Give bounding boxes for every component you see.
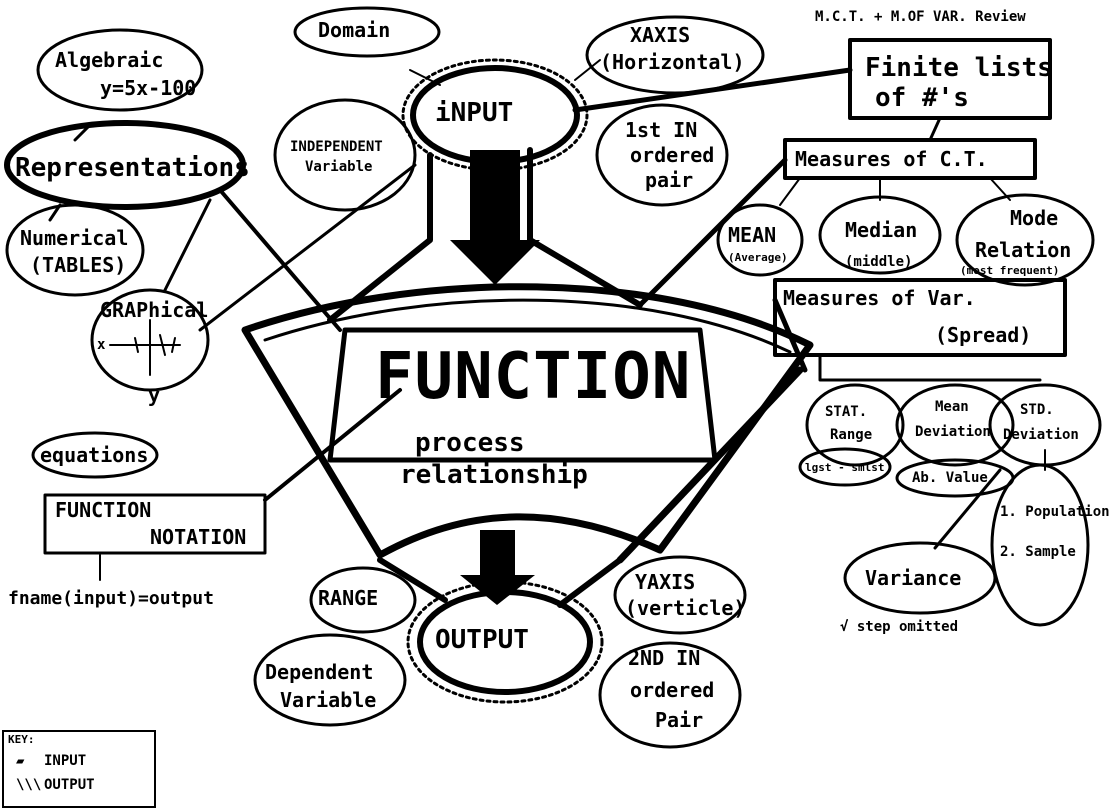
review-label: M.C.T. + M.OF VAR. Review (815, 9, 1026, 25)
median-note: (middle) (845, 254, 913, 270)
finite-lists-1: Finite lists (865, 53, 1053, 83)
equations-label: equations (40, 443, 149, 467)
dependent-variable: Variable (280, 688, 377, 712)
dependent-label: Dependent (265, 660, 374, 684)
function-process: process (415, 428, 525, 458)
y-axis-note: (verticle) (625, 596, 746, 620)
numerical-tables: (TABLES) (30, 253, 127, 277)
second-ordered-pair-2: ordered (630, 678, 715, 702)
x-axis-note: (Horizontal) (600, 50, 745, 74)
first-ordered-pair-2: ordered (630, 143, 715, 167)
key-output-glyph: \\\ (16, 777, 42, 793)
concept-map-lines (4, 6, 1102, 749)
x-axis-label: XAXIS (630, 23, 691, 47)
std-deviation-2: Deviation (1003, 427, 1079, 443)
input-node (410, 65, 580, 165)
abs-value: Ab. Value (912, 470, 988, 486)
function-title: FUNCTION (375, 340, 692, 414)
std-deviation-1: STD. (1020, 402, 1054, 418)
input-label: iNPUT (435, 98, 514, 128)
sample-label: 2. Sample (1000, 544, 1076, 560)
key-title: KEY: (8, 733, 35, 746)
key-input-glyph: ▰ (16, 753, 25, 769)
independent-label: INDEPENDENT (290, 139, 383, 155)
range-label: RANGE (318, 586, 379, 610)
key-legend: KEY: ▰ INPUT \\\ OUTPUT (2, 730, 156, 808)
concept-map: iNPUT Domain XAXIS (Horizontal) INDEPEND… (2, 6, 1110, 808)
range-note: lgst - smlst (805, 461, 885, 474)
representations-node (4, 120, 246, 210)
variance-label: Variance (865, 566, 962, 590)
function-notation-1: FUNCTION (55, 498, 152, 522)
relation-label: Relation (975, 238, 1072, 262)
key-output-entry: OUTPUT (44, 777, 95, 793)
independent-variable: Variable (305, 159, 373, 175)
output-label: OUTPUT (435, 625, 529, 655)
mode-label: Mode (1010, 206, 1059, 230)
first-ordered-pair-1: 1st IN (625, 118, 698, 142)
second-ordered-pair-1: 2ND IN (628, 646, 701, 670)
first-ordered-pair-3: pair (645, 168, 694, 192)
key-input-entry: INPUT (44, 753, 87, 769)
mean-deviation-2: Deviation (915, 424, 991, 440)
stat-range-1: STAT. (825, 404, 868, 420)
stat-range-2: Range (830, 427, 873, 443)
mean-deviation-1: Mean (935, 399, 969, 415)
measures-var-spread: (Spread) (935, 323, 1032, 347)
graph-x: x (97, 337, 106, 353)
median-label: Median (845, 218, 918, 242)
finite-lists-2: of #'s (875, 83, 969, 113)
numerical-label: Numerical (20, 226, 129, 250)
algebraic-label: Algebraic (55, 48, 164, 72)
function-relationship: relationship (400, 460, 588, 490)
y-axis-label: YAXIS (635, 570, 696, 594)
function-frame (241, 283, 814, 559)
variance-note: √ step omitted (840, 619, 959, 635)
measures-ct: Measures of C.T. (795, 147, 988, 171)
representations-label: Representations (15, 153, 250, 183)
mean-note: (Average) (728, 251, 788, 264)
graph-y: y (148, 383, 161, 407)
algebraic-equation: y=5x-100 (100, 76, 197, 100)
mean-label: MEAN (728, 223, 777, 247)
function-notation-formula: fname(input)=output (8, 588, 214, 609)
domain-label: Domain (318, 18, 391, 42)
measures-var: Measures of Var. (783, 286, 976, 310)
function-notation-2: NOTATION (150, 525, 247, 549)
second-ordered-pair-3: Pair (655, 708, 704, 732)
population-label: 1. Population (1000, 504, 1110, 520)
mode-note: (most frequent) (960, 264, 1060, 277)
graphical-label: GRAPhical (100, 298, 209, 322)
output-node (417, 589, 593, 695)
